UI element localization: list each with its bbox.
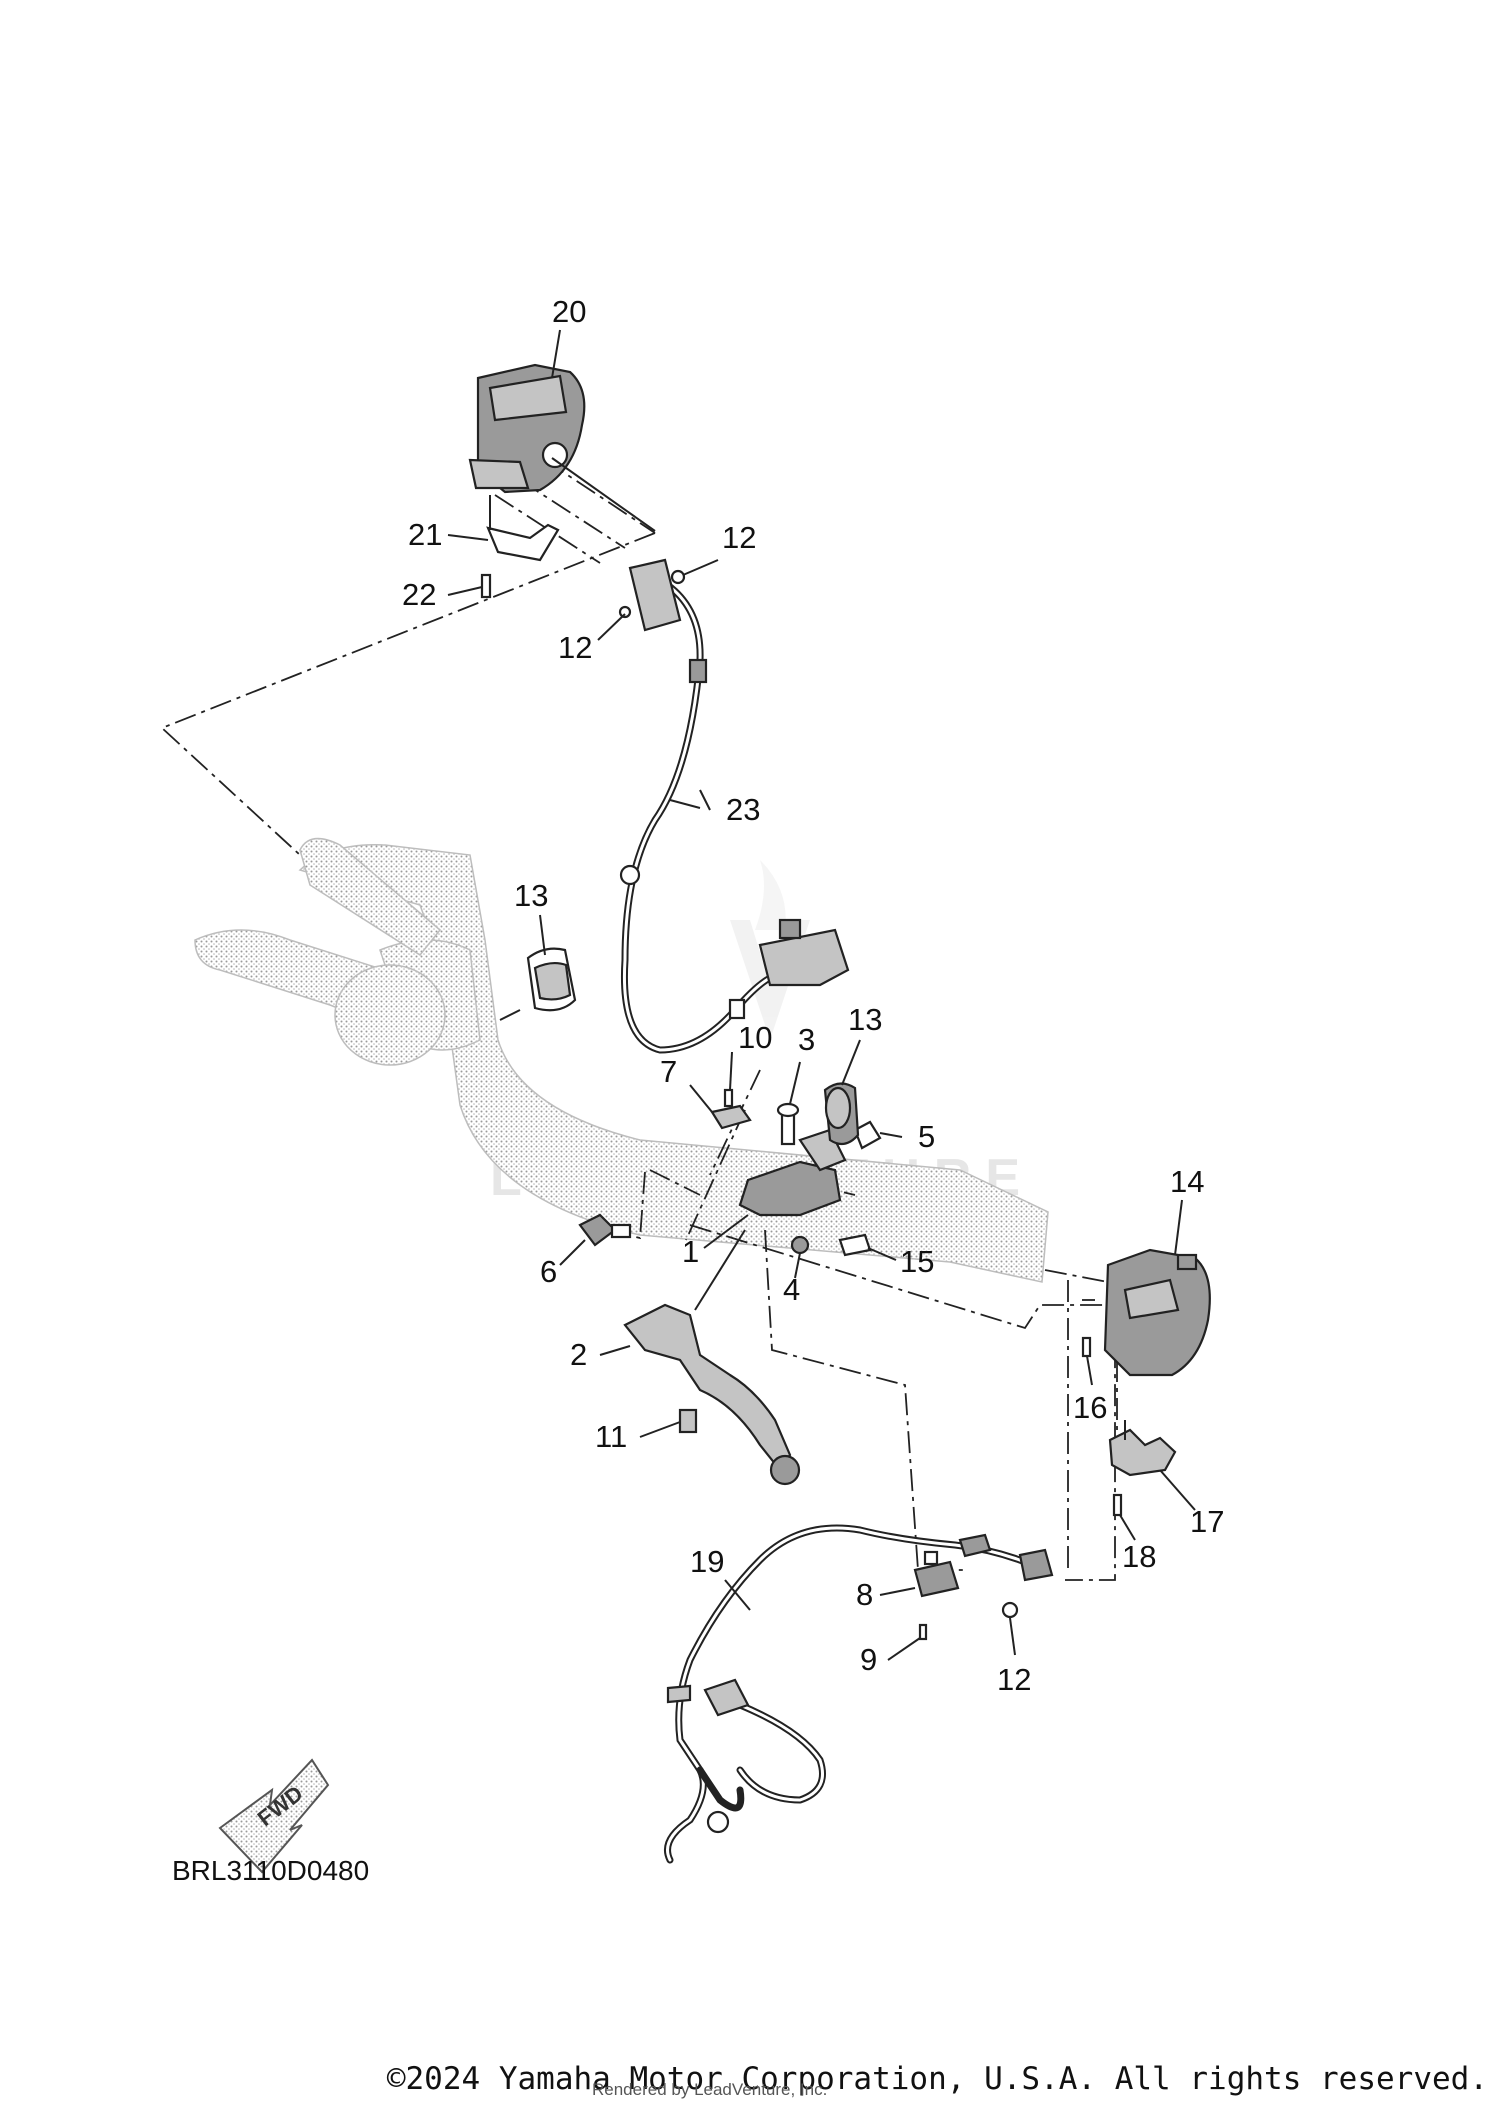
callout-2: 2 [570,1337,587,1372]
callout-5: 5 [918,1119,935,1154]
callout-11: 11 [595,1419,627,1454]
callout-14: 14 [1170,1164,1204,1199]
callout-17: 17 [1190,1504,1224,1539]
clip-7 [710,1104,752,1130]
copyright-notice: ©2024 Yamaha Motor Corporation, U.S.A. A… [386,2061,1488,2097]
screw-16 [1081,1336,1092,1358]
callout-13-left: 13 [514,878,548,913]
callout-16: 16 [1073,1390,1107,1425]
lever-holder-1 [738,1128,847,1217]
grommet-12-lower [1001,1601,1019,1619]
clip-15 [838,1233,872,1257]
adjuster-6 [578,1213,632,1247]
switch-8 [913,1550,960,1598]
screw-18 [1112,1493,1123,1517]
callout-1: 1 [682,1234,699,1269]
cable-19 [664,1524,1054,1864]
bracket-21 [486,495,560,562]
callout-4: 4 [783,1272,800,1307]
callout-8: 8 [856,1577,873,1612]
callout-3: 3 [798,1022,815,1057]
nut-4 [790,1235,810,1255]
collar-11 [678,1408,698,1434]
callout-15: 15 [900,1244,934,1279]
band-13-left [499,947,577,1021]
callout-13-right: 13 [848,1002,882,1037]
screw-10 [723,1088,734,1108]
callout-9: 9 [860,1642,877,1677]
bolt-5 [853,1120,882,1150]
cable-23 [619,558,850,1054]
bolt-3 [776,1102,800,1146]
screw-9 [918,1623,928,1641]
callout-21: 21 [408,517,442,552]
band-13-right [823,1082,860,1146]
right-handlebar-switch-14 [1103,1248,1211,1377]
callout-12-left: 12 [558,630,592,665]
callout-20: 20 [552,294,586,329]
screw-22 [480,573,492,599]
callout-12-lower: 12 [997,1662,1031,1697]
callout-6: 6 [540,1254,557,1289]
diagram-code: BRL3110D0480 [172,1855,369,1886]
callout-22: 22 [402,577,436,612]
callout-12-top: 12 [722,520,756,555]
callout-leaders [447,329,1196,1661]
callout-23: 23 [726,792,760,827]
left-handlebar-switch-20 [468,363,656,532]
callout-19: 19 [690,1544,724,1579]
handlebar-ghost [194,837,1049,1283]
rendered-by-notice: Rendered by LeadVenture, Inc. [592,2080,828,2099]
lever-2 [623,1229,801,1486]
bracket-17 [1108,1420,1177,1477]
grommet-12-left [618,605,632,619]
callout-18: 18 [1122,1539,1156,1574]
callout-7: 7 [660,1054,677,1089]
grommet-12-top [670,569,686,585]
callout-10: 10 [738,1020,772,1055]
callouts: 20 21 22 12 12 23 13 10 3 13 7 5 1 4 15 … [402,294,1224,1697]
assembly-lines [160,459,1118,1581]
